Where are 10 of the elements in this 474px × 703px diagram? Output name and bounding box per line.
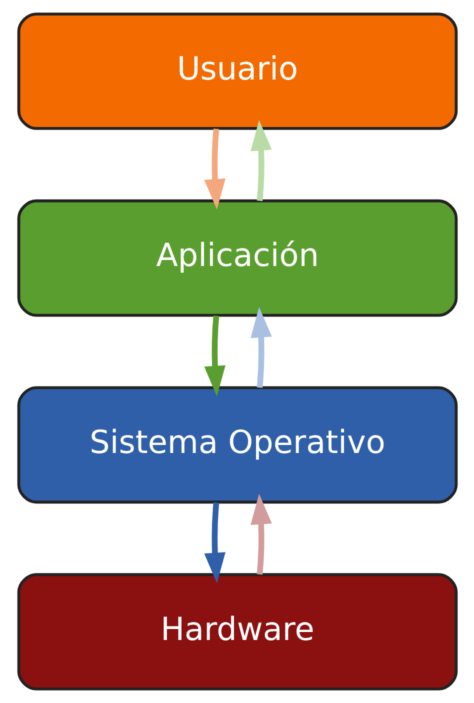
arrow bbox=[204, 502, 226, 584]
node-box: Aplicación bbox=[16, 199, 458, 317]
node-box: Hardware bbox=[16, 573, 458, 690]
arrow bbox=[204, 315, 226, 396]
arrow bbox=[250, 120, 272, 202]
arrow bbox=[250, 306, 272, 388]
arrow bbox=[250, 494, 272, 575]
node-box: Sistema Operativo bbox=[16, 386, 458, 504]
arrow bbox=[204, 128, 226, 210]
node-box: Usuario bbox=[16, 12, 458, 130]
